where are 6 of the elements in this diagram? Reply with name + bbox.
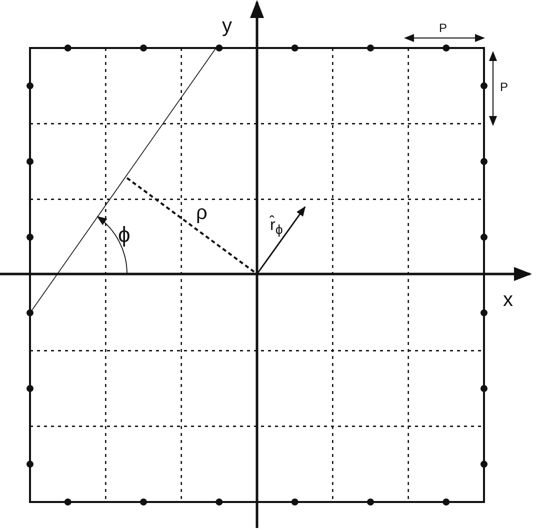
dimension-label: P	[439, 22, 448, 34]
axis-label: y	[222, 16, 232, 36]
symbol-label: ϕ	[118, 224, 130, 246]
symbol-label: ρ	[196, 203, 208, 223]
dimension-label: P	[500, 81, 508, 93]
axis-label: x	[503, 290, 513, 310]
